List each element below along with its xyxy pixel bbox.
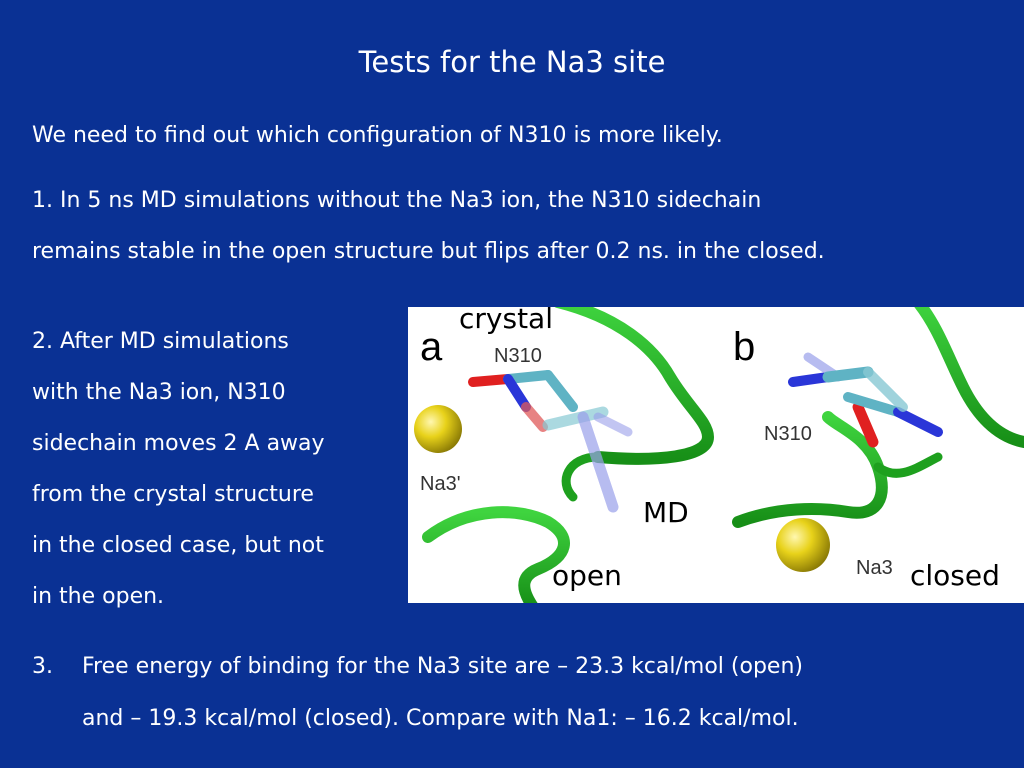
point-1-line-1: 1. In 5 ns MD simulations without the Na… <box>32 188 762 213</box>
residue-label-b: N310 <box>764 423 812 445</box>
panel-a-label: a <box>420 325 443 369</box>
point-2-line: 2. After MD simulations <box>32 329 289 354</box>
point-3-line-1: Free energy of binding for the Na3 site … <box>82 654 803 679</box>
intro-text: We need to find out which configuration … <box>32 123 723 148</box>
point-2-line: in the closed case, but not <box>32 533 324 558</box>
molecular-structure-figure: a b N310 N310 Na3' Na3 crystal MD open c… <box>408 307 1024 603</box>
sodium-ion-b <box>776 518 830 572</box>
point-2-text: 2. After MD simulations with the Na3 ion… <box>32 316 402 622</box>
structure-illustration <box>414 307 1024 603</box>
ribbon-a <box>422 307 715 603</box>
slide-title: Tests for the Na3 site <box>358 45 666 79</box>
sodium-ion-a <box>414 405 462 453</box>
crystal-label: crystal <box>459 307 553 335</box>
open-label: open <box>552 559 622 592</box>
point-1-line-2: remains stable in the open structure but… <box>32 239 825 264</box>
closed-label: closed <box>910 559 1000 592</box>
point-2-line: sidechain moves 2 A away <box>32 431 325 456</box>
point-3-number: 3. <box>32 654 53 679</box>
ion-label-a: Na3' <box>420 473 461 495</box>
panel-b-label: b <box>733 325 756 369</box>
md-label: MD <box>643 496 689 529</box>
ribbon-b <box>732 307 1024 528</box>
n310-sidechain-a <box>468 370 633 513</box>
point-2-line: from the crystal structure <box>32 482 314 507</box>
residue-label-a: N310 <box>494 345 542 367</box>
point-3-line-2: and – 19.3 kcal/mol (closed). Compare wi… <box>82 706 799 731</box>
point-2-line: in the open. <box>32 584 165 609</box>
point-2-line: with the Na3 ion, N310 <box>32 380 286 405</box>
n310-sidechain-b <box>788 352 943 448</box>
ion-label-b: Na3 <box>856 557 893 579</box>
